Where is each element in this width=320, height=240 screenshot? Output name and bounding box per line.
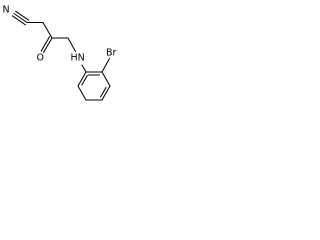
molecule-structure: N O HN Br xyxy=(3,5,117,101)
carbonyl-oxygen-label: O xyxy=(37,53,44,64)
bond-amine-to-ring xyxy=(81,64,87,73)
bond-ring-to-bromine xyxy=(101,57,111,73)
nitrile-nitrogen-label: N xyxy=(3,5,10,16)
carbonyl-double-bond xyxy=(40,36,53,54)
benzene-ring xyxy=(77,71,111,101)
amine-label: HN xyxy=(71,53,85,64)
nitrile-triple-bond xyxy=(11,10,30,26)
bond-methylene-to-carbonyl xyxy=(42,21,53,39)
bromine-label: Br xyxy=(106,48,117,59)
bond-methylene-to-amine xyxy=(67,37,77,53)
